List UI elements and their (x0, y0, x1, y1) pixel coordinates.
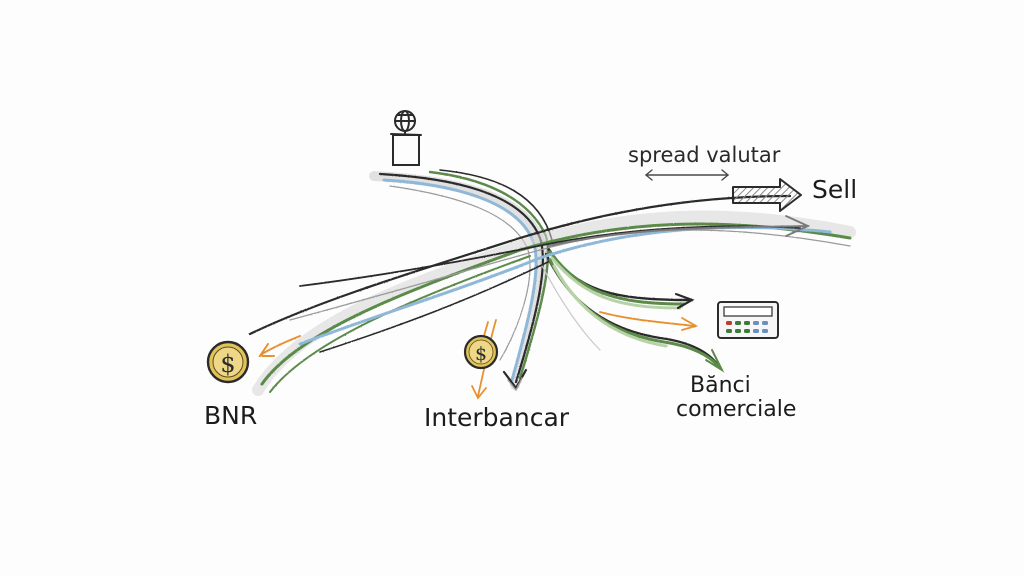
node-label-bnr: BNR (204, 401, 258, 430)
svg-text:$: $ (475, 343, 487, 365)
node-label-banci-comerciale: Bănci comerciale (676, 373, 797, 423)
bnr-coin-icon: $ (206, 340, 250, 384)
flow-bnr-to-sell (248, 194, 856, 396)
sell-arrow-icon (732, 178, 802, 212)
calculator-icon (717, 301, 779, 339)
globe-on-box-icon (390, 110, 422, 166)
sell-label: Sell (812, 175, 858, 204)
interbancar-coin-icon: $ (463, 334, 499, 370)
spread-valutar-label: spread valutar (628, 143, 781, 167)
node-label-banci-line1: Bănci (690, 373, 751, 398)
node-label-interbancar: Interbancar (424, 403, 570, 432)
spread-double-arrow-icon (644, 169, 730, 181)
node-label-banci-line2: comerciale (676, 397, 797, 423)
svg-text:$: $ (220, 350, 235, 378)
